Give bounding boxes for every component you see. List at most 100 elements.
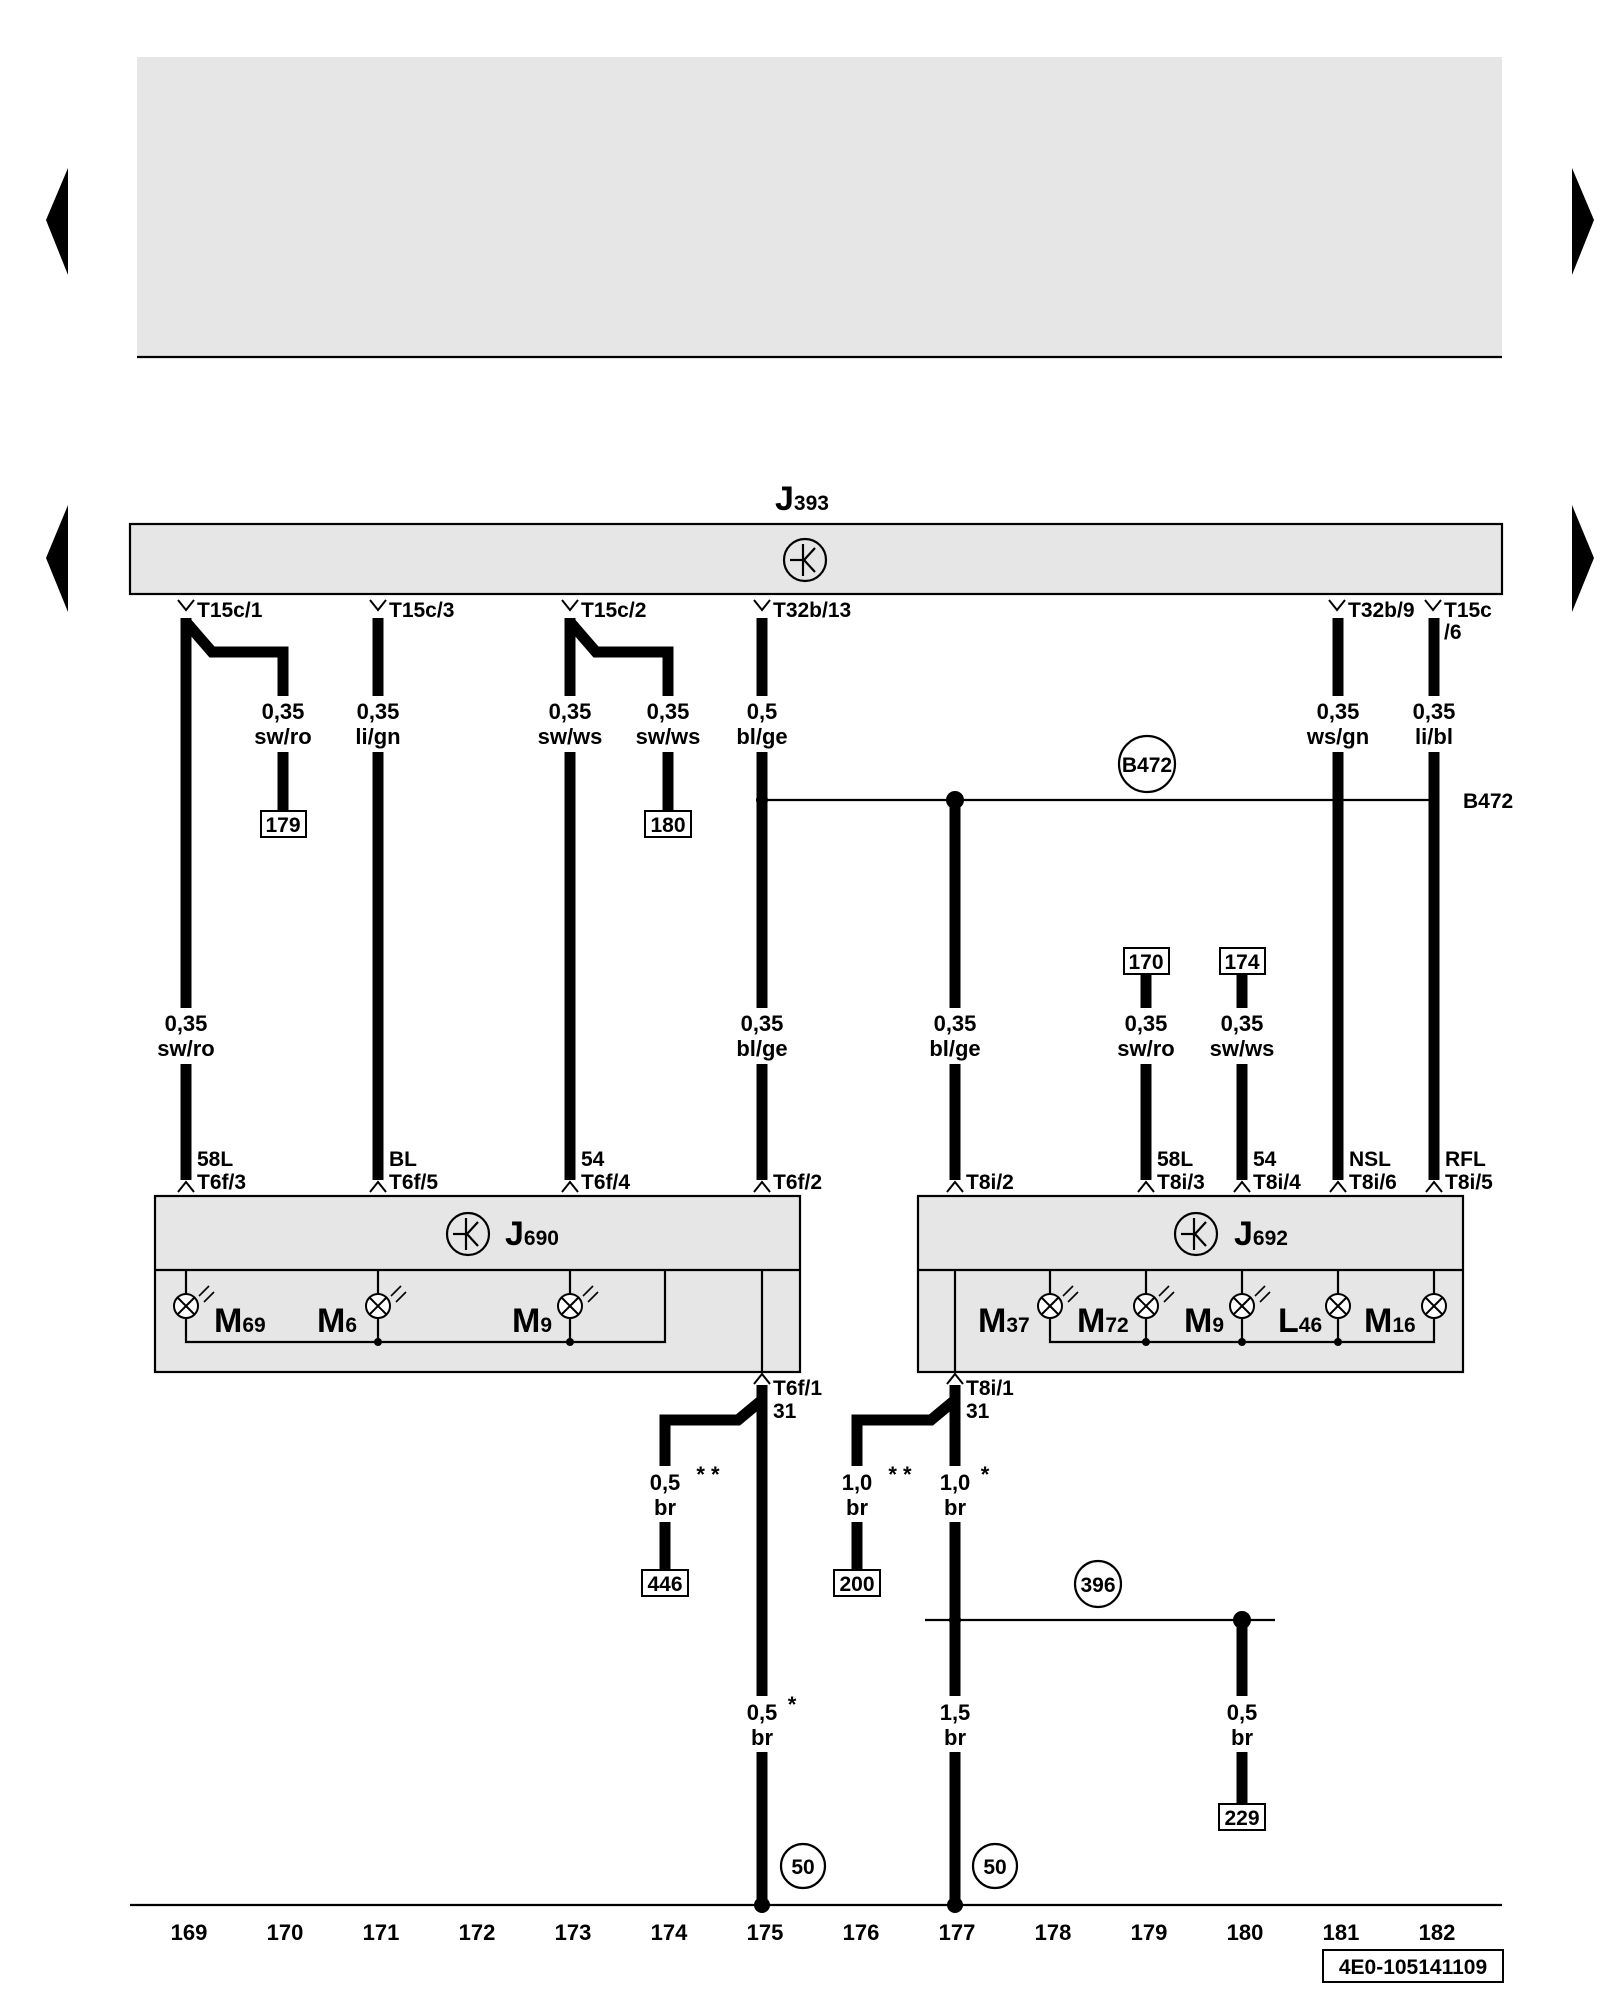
wire-label-color: br [944, 1725, 966, 1750]
wire-label-mark: * [788, 1692, 797, 1717]
wire-label-size: 1,0 [940, 1470, 971, 1495]
wire-label-size: 1,0 [842, 1470, 873, 1495]
pin-t15c-6-suffix: /6 [1444, 621, 1462, 644]
lamp-icon [1421, 1293, 1447, 1319]
component-j393-box [128, 522, 1504, 596]
pin-id: T8i/6 [1349, 1171, 1397, 1194]
pin-id: T6f/4 [581, 1171, 630, 1194]
wire-label-size: 0,35 [262, 699, 305, 724]
pin-id: T6f/5 [389, 1171, 438, 1194]
wire-label-size: 0,35 [647, 699, 690, 724]
lamp-icon [1037, 1285, 1079, 1319]
ground-point-396: 396 [1080, 1574, 1115, 1597]
next-page-arrow[interactable] [1572, 505, 1594, 612]
wire-label-color: sw/ro [1117, 1036, 1174, 1061]
svg-text:180: 180 [650, 814, 685, 837]
header-panel [137, 57, 1502, 357]
pin-func: 58L [197, 1148, 233, 1171]
pin-t32b-9: T32b/9 [1348, 599, 1415, 622]
lamp-label: M16 [1364, 1302, 1416, 1340]
svg-text:176: 176 [843, 1920, 880, 1945]
next-page-arrow-top[interactable] [1572, 168, 1594, 275]
svg-text:182: 182 [1419, 1920, 1456, 1945]
wire-label-color: ws/gn [1306, 724, 1369, 749]
lamp-icon [1325, 1293, 1351, 1319]
ground-pin: T6f/1 [773, 1377, 822, 1400]
wire-label-size: 0,35 [1125, 1011, 1168, 1036]
lamp-label: M69 [214, 1302, 266, 1340]
svg-text:169: 169 [171, 1920, 208, 1945]
wire-200-branch [851, 1395, 959, 1470]
ground-point-50: 50 [983, 1856, 1006, 1879]
svg-text:J690: J690 [505, 1215, 559, 1253]
svg-text:178: 178 [1035, 1920, 1072, 1945]
svg-text:181: 181 [1323, 1920, 1360, 1945]
pin-id: T6f/2 [773, 1171, 822, 1194]
lamp-label: M9 [1184, 1302, 1224, 1340]
svg-text:171: 171 [363, 1920, 400, 1945]
pin-id: T8i/3 [1157, 1171, 1205, 1194]
svg-text:179: 179 [265, 814, 300, 837]
ground-pin: T8i/1 [966, 1377, 1014, 1400]
wire-label-color: bl/ge [736, 724, 787, 749]
wire-label-color: bl/ge [736, 1036, 787, 1061]
wire-label-mark: * [981, 1462, 990, 1487]
pin-arrows-top [177, 599, 1442, 612]
lamp-icon [365, 1285, 407, 1319]
pin-t15c-2: T15c/2 [581, 599, 646, 622]
ref-box-229[interactable]: 229 [1218, 1803, 1266, 1831]
pin-id: T8i/2 [966, 1171, 1014, 1194]
bus-b472-label: B472 [1463, 790, 1513, 813]
ground-pin-func: 31 [966, 1400, 990, 1423]
ref-box-200[interactable]: 200 [833, 1569, 881, 1597]
pin-func: NSL [1349, 1148, 1391, 1171]
component-j690: J690 M69 M6 M9 [153, 1194, 802, 1374]
wire-label-color: br [654, 1495, 676, 1520]
document-id: 4E0-105141109 [1339, 1956, 1487, 1979]
svg-text:174: 174 [1224, 951, 1259, 974]
lamp-label: M37 [978, 1302, 1030, 1340]
wire-label-color: li/bl [1415, 724, 1453, 749]
lamp-icon [1229, 1285, 1271, 1319]
pin-id: T8i/5 [1445, 1171, 1493, 1194]
prev-page-arrow-top[interactable] [46, 168, 68, 275]
ref-box-446[interactable]: 446 [641, 1569, 689, 1597]
wire-label-color: sw/ro [254, 724, 311, 749]
prev-page-arrow[interactable] [46, 505, 68, 612]
lamp-icon [1133, 1285, 1175, 1319]
ref-box-170[interactable]: 170 [1123, 947, 1170, 975]
track-numbers: 169 170 171 172 173 174 175 176 177 178 … [171, 1920, 1456, 1945]
wire-label-color: li/gn [355, 724, 400, 749]
pin-t32b-13: T32b/13 [773, 599, 851, 622]
wire-label-color: bl/ge [929, 1036, 980, 1061]
ref-box-180[interactable]: 180 [644, 810, 692, 838]
svg-text:180: 180 [1227, 1920, 1264, 1945]
component-j393-label: J393 [775, 480, 829, 518]
lamp-icon [173, 1285, 215, 1319]
svg-text:172: 172 [459, 1920, 496, 1945]
pin-arrows-mid [177, 1180, 1443, 1193]
wire-label-color: br [846, 1495, 868, 1520]
wire-label-size: 0,35 [165, 1011, 208, 1036]
pin-id: T8i/4 [1253, 1171, 1301, 1194]
bus-b472-circle: B472 [1122, 754, 1172, 777]
lamp-label: M9 [512, 1302, 552, 1340]
wire-label-size: 0,35 [1413, 699, 1456, 724]
wire-label-size: 0,5 [747, 699, 778, 724]
svg-text:170: 170 [267, 1920, 304, 1945]
lamp-icon [557, 1285, 599, 1319]
pin-t15c-3: T15c/3 [389, 599, 454, 622]
ground-pin-func: 31 [773, 1400, 797, 1423]
wire-label-size: 1,5 [940, 1700, 971, 1725]
component-j692: J692 M37 M72 M9 L46 M16 [916, 1194, 1465, 1374]
ref-box-179[interactable]: 179 [260, 810, 307, 838]
svg-text:175: 175 [747, 1920, 784, 1945]
svg-text:173: 173 [555, 1920, 592, 1945]
wire-label-size: 0,35 [549, 699, 592, 724]
pin-func: BL [389, 1148, 417, 1171]
svg-text:179: 179 [1131, 1920, 1168, 1945]
ref-box-174[interactable]: 174 [1219, 947, 1266, 975]
wire-label-size: 0,35 [934, 1011, 977, 1036]
svg-text:174: 174 [651, 1920, 688, 1945]
